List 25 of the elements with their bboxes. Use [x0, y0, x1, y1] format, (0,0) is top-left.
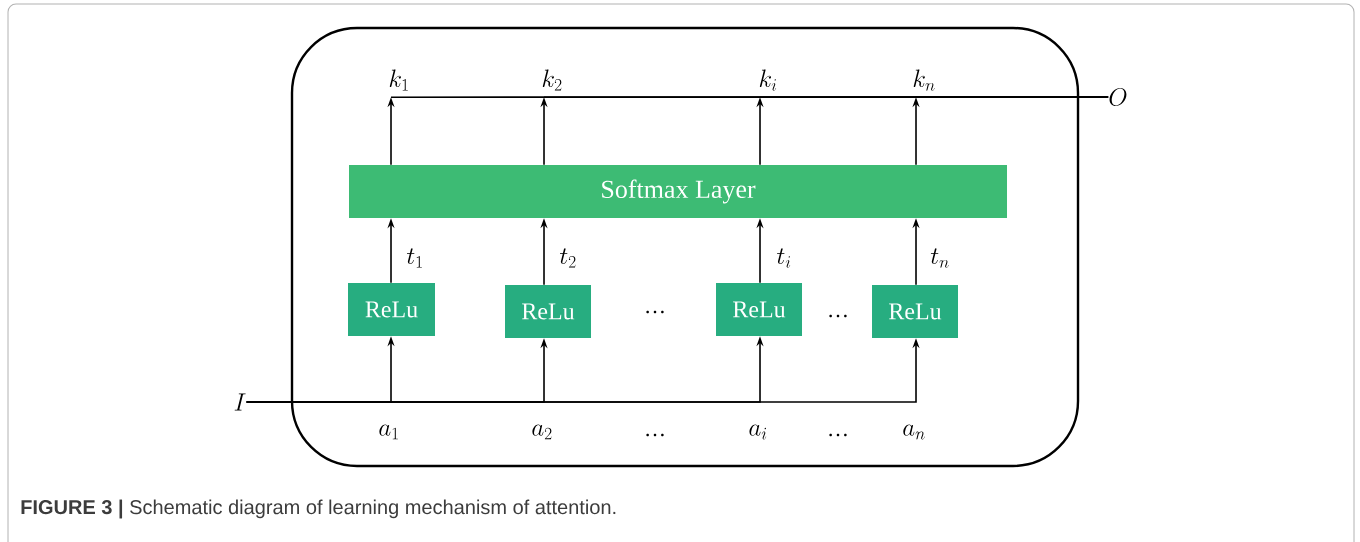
edge-label: $t_n$ — [930, 248, 949, 268]
function-box: ReLu — [348, 283, 435, 336]
edge-label: $t_i$ — [777, 248, 791, 268]
function-box: ReLu — [716, 283, 802, 336]
function-box: ReLu — [872, 285, 958, 338]
edge-label: $a_1$ — [379, 424, 398, 440]
variable-label: $k_1$ — [389, 69, 408, 91]
ellipsis: … — [646, 433, 664, 437]
variable-label: $k_2$ — [542, 69, 562, 91]
variable-label: $k_i$ — [759, 69, 777, 91]
layer-box: Softmax Layer — [349, 165, 1007, 218]
variable-label: $I$ — [234, 393, 246, 411]
function-box: ReLu — [505, 285, 591, 338]
variable-label: $k_n$ — [913, 69, 935, 91]
edge-label: $a_2$ — [532, 424, 552, 440]
caption: FIGURE 3 | Schematic diagram of learning mechanism of attention. — [21, 499, 616, 519]
rounded-frame — [290, 26, 1080, 468]
edge-label: $t_1$ — [406, 248, 422, 268]
edge-label: $a_n$ — [903, 424, 925, 440]
ellipsis: … — [646, 310, 664, 314]
variable-label: $O$ — [1109, 88, 1127, 106]
edge-label: $a_i$ — [749, 424, 767, 440]
ellipsis: … — [829, 433, 847, 437]
edge-label: $t_2$ — [559, 248, 576, 268]
ellipsis: … — [829, 314, 847, 318]
